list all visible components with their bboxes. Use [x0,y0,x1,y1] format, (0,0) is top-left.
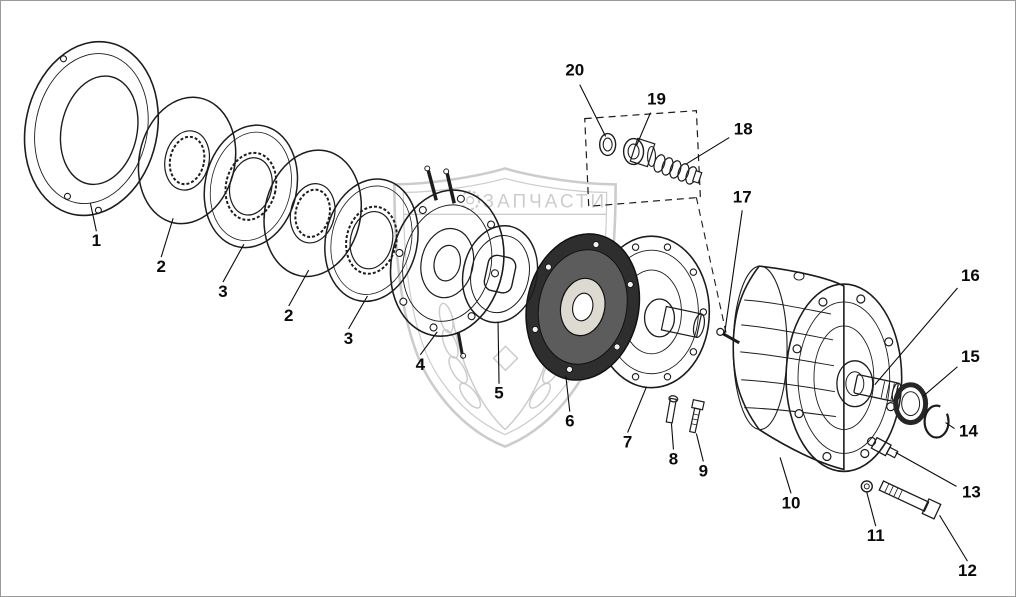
housing-pin-1 [63,192,72,200]
part-15-seal-ring [893,382,929,426]
part-4-pressure-plate [389,165,505,359]
part-label-20-18: 18 [734,120,753,139]
part-label-15-13: 13 [962,482,981,501]
leader-line-3-part-3 [222,243,245,283]
part-label-9-7: 7 [623,432,632,451]
dashed-boundary [584,109,701,207]
leader-line-2-part-2 [160,218,174,258]
part-1-housing [23,40,160,217]
cover-shaft-stub [660,305,706,339]
part-13-drain-fitting [866,436,899,459]
leader-line-5-part-3 [348,295,368,330]
leader-line-20-part-18 [685,137,730,165]
part-5-piston [461,224,539,324]
part-label-7-5: 5 [494,384,503,403]
part-11-washer [860,480,873,493]
part-label-2-2: 2 [156,257,165,276]
watermark-text: ЗАПЧАСТИ [483,191,607,212]
part-3-steel-disc-1 [203,124,299,249]
housing-open-rim [732,265,788,431]
part-label-22-20: 20 [565,61,584,80]
watermark: ЗАПЧАСТИ [393,167,617,448]
housing-pin-3 [59,55,68,63]
housing-ribs [740,299,836,418]
gear-icon [460,190,481,211]
part-label-11-9: 9 [699,461,708,480]
part-label-10-8: 8 [669,449,678,468]
leader-line-19-part-17 [723,210,743,336]
leader-line-8-part-6 [565,375,571,412]
part-8-pin [665,395,679,424]
part-label-18-16: 16 [961,266,980,285]
leader-line-17-part-15 [922,366,958,398]
leader-line-18-part-16 [874,287,958,386]
leader-line-4-part-2 [288,269,310,307]
leader-line-7-part-5 [497,321,500,384]
housing-pin-2 [94,206,102,214]
watermark-shield-inner [402,177,608,436]
part-label-4-2: 2 [284,306,293,325]
leader-line-6-part-4 [419,331,438,356]
leader-line-15-part-13 [895,452,957,487]
part-label-16-14: 14 [959,422,978,441]
part-14-snap-ring [923,404,950,439]
leader-line-1-part-1 [89,203,97,232]
leader-line-10-part-8 [670,423,674,450]
leader-line-21-part-19 [636,112,652,146]
cover-hub [643,298,676,338]
watermark-shield-outer [393,167,617,448]
part-17-stud [716,327,740,345]
housing-body [732,265,845,471]
plate-studs [424,165,467,359]
part-label-5-3: 3 [344,329,353,348]
part-label-3-3: 3 [218,282,227,301]
part-12-bolt [878,480,942,520]
part-label-17-15: 15 [961,347,980,366]
leader-line-12-part-10 [779,457,792,494]
housing-flange [785,283,903,473]
housing-hub [836,360,874,408]
part-label-1-1: 1 [92,231,101,250]
leader-line-11-part-9 [695,433,704,462]
leader-line-14-part-12 [939,514,968,562]
leader-line-22-part-20 [579,84,607,137]
part-6-drum [525,233,641,381]
part-3-steel-disc-2 [324,178,419,303]
part-label-21-19: 19 [647,90,666,109]
leader-line-9-part-7 [627,386,648,433]
part-10-housing [716,265,903,473]
part-20-washer [598,132,617,157]
part-2-friction-disc-1 [137,96,237,225]
part-label-8-6: 6 [565,412,574,431]
plate-bolt-holes [395,194,500,332]
leader-line-16-part-14 [945,422,955,430]
detail-view-box [584,109,727,334]
drum-rim-holes [531,241,634,373]
housing-top-plug [793,271,805,281]
leader-line-13-part-11 [866,492,877,527]
part-9-bolt [689,399,705,434]
part-label-6-4: 4 [416,355,426,374]
part-label-12-10: 10 [782,493,801,512]
part-label-13-11: 11 [867,526,885,545]
part-18-spring [653,154,703,185]
housing-bolt-holes [792,294,896,462]
part-label-14-12: 12 [958,561,977,580]
part-label-19-17: 17 [733,187,752,206]
part-19-bearing [622,137,657,168]
